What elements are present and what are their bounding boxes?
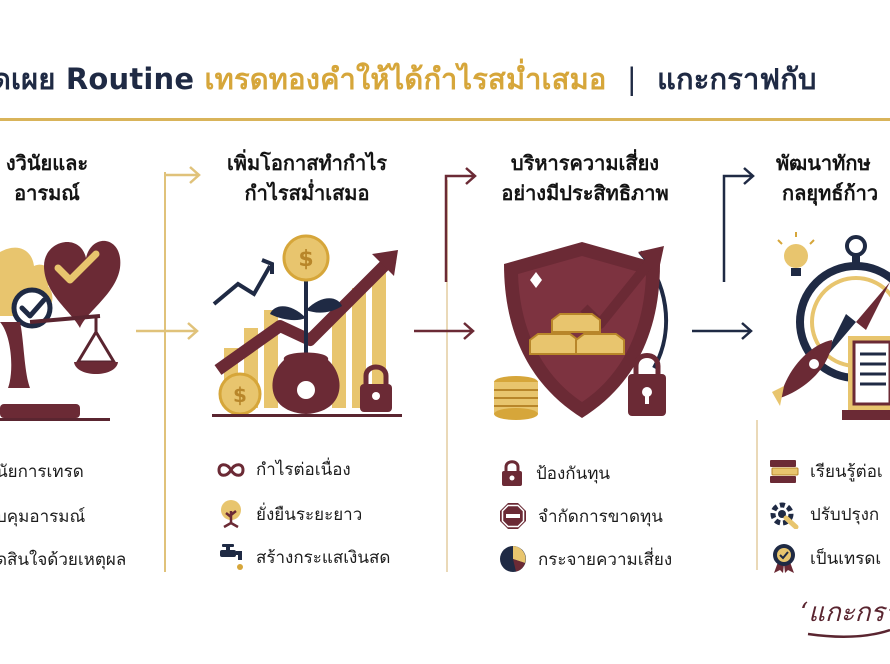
lock-icon: [502, 460, 522, 486]
column-profit-bullet-3: สร้างกระแสเงินสด: [216, 542, 390, 572]
connector-line-2: [446, 180, 448, 572]
column-risk: บริหารความเสี่ยง อย่างมีประสิทธิภาพ: [480, 148, 690, 208]
column-discipline: งวินัยและ อารมณ์: [0, 148, 152, 208]
infinity-icon: [217, 462, 245, 477]
column-discipline-heading-1: งวินัยและ: [5, 151, 89, 175]
column-risk-bullet-3: กระจายความเสี่ยง: [498, 544, 672, 574]
column-profit-bullet-1: กำไรต่อเนื่อง: [216, 456, 351, 483]
column-profit-divider: [212, 414, 402, 417]
compass-rocket-book-illustration: [772, 232, 890, 420]
gear-wrench-icon: [770, 502, 799, 529]
column-risk-bullet-2: จำกัดการขาดทุน: [498, 501, 663, 531]
svg-text:$: $: [233, 383, 247, 407]
arrow-right-icon: [722, 167, 755, 282]
arrow-right-icon: [165, 166, 201, 184]
column-discipline-bullet-3: ดสินใจด้วยเหตุผล: [0, 550, 127, 570]
books-icon: [770, 460, 799, 483]
column-profit-heading-1: เพิ่มโอกาสทำกำไร: [226, 151, 388, 175]
arrow-right-icon: [444, 167, 477, 282]
faucet-icon: [220, 544, 243, 570]
column-skills: พัฒนาทักษ กลยุทธ์ก้าว: [776, 148, 890, 208]
money-growth-illustration: $ $: [212, 234, 398, 416]
column-discipline-bullet-2: บคุมอารมณ์: [0, 507, 86, 527]
column-risk-bullet-1: ป้องกันทุน: [498, 458, 610, 488]
stop-icon: [500, 503, 526, 529]
column-profit: เพิ่มโอกาสทำกำไร กำไรสม่ำเสมอ: [202, 148, 412, 208]
title-separator: |: [626, 62, 637, 96]
title-part-3: แกะกราฟกับ: [657, 62, 817, 96]
brain-heart-balance-illustration: [0, 240, 121, 418]
arrow-right-icon: [692, 322, 753, 340]
column-skills-heading-2: กลยุทธ์ก้าว: [782, 181, 879, 205]
column-skills-bullet-3: เป็นเทรดเ: [768, 542, 881, 574]
medal-icon: [773, 544, 795, 573]
column-risk-heading-2: อย่างมีประสิทธิภาพ: [501, 181, 669, 205]
column-profit-heading-2: กำไรสม่ำเสมอ: [244, 181, 370, 205]
brand-signature: ‘แกะกรา: [800, 598, 890, 628]
title-divider: [0, 118, 890, 121]
column-discipline-divider: [0, 418, 110, 421]
title-part-2: เทรดทองคำให้ได้กำไรสม่ำเสมอ: [204, 62, 607, 96]
column-skills-bullet-1: เรียนรู้ต่อเ: [768, 456, 883, 486]
pie-chart-icon: [500, 546, 526, 572]
tree-icon: [221, 500, 241, 529]
page-title: ดเผย Routine เทรดทองคำให้ได้กำไรสม่ำเสมอ…: [0, 56, 817, 102]
svg-text:$: $: [298, 247, 313, 272]
column-discipline-bullet-1: นัยการเทรด: [0, 462, 84, 482]
connector-line-3: [756, 420, 758, 570]
title-part-1: ดเผย Routine: [0, 62, 195, 96]
connector-line-1: [164, 172, 166, 572]
column-skills-bullet-2: ปรับปรุงก: [768, 499, 879, 529]
column-profit-bullet-2: ยั่งยืนระยะยาว: [216, 499, 362, 529]
column-risk-heading-1: บริหารความเสี่ยง: [510, 151, 660, 175]
column-discipline-heading-2: อารมณ์: [14, 181, 80, 205]
arrow-right-icon: [136, 322, 199, 340]
arrow-right-icon: [414, 322, 475, 340]
shield-gold-illustration: [494, 242, 668, 420]
signature-underline: [807, 628, 890, 638]
column-skills-heading-1: พัฒนาทักษ: [776, 151, 871, 175]
